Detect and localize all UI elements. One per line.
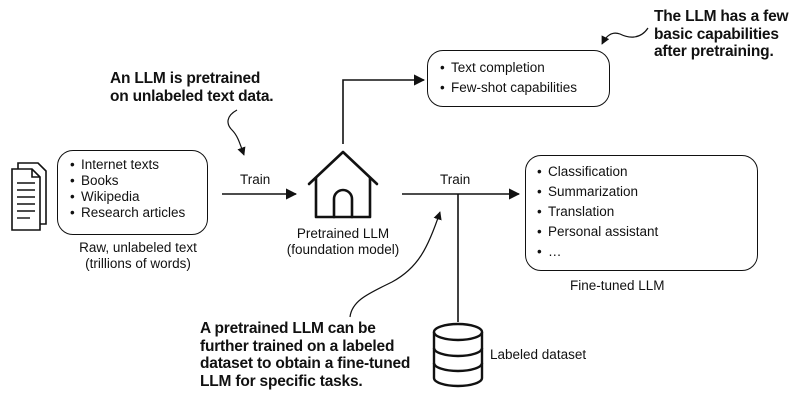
pretrained-note-line-1: An LLM is pretrained bbox=[110, 70, 261, 87]
list-item: Summarization bbox=[537, 182, 658, 202]
finetune-note-line-3: dataset to obtain a fine-tuned bbox=[200, 355, 411, 372]
finetune-note-line-2: further trained on a labeled bbox=[200, 337, 395, 355]
list-item: Research articles bbox=[70, 205, 185, 221]
fine-tuned-box: Classification Summarization Translation… bbox=[525, 155, 758, 271]
pretrained-note-line-2: on unlabeled text data. bbox=[110, 87, 274, 105]
pretrained-note-arrow bbox=[227, 109, 246, 156]
list-item: Personal assistant bbox=[537, 222, 658, 242]
capabilities-note-line-2: basic capabilities bbox=[654, 25, 779, 43]
list-item: Few-shot capabilities bbox=[440, 78, 577, 98]
list-item: Translation bbox=[537, 202, 658, 222]
database-icon bbox=[432, 322, 484, 388]
dataset-label: Labeled dataset bbox=[490, 347, 587, 362]
capabilities-note-line-3: after pretraining. bbox=[654, 43, 774, 60]
raw-text-caption-line-1: Raw, unlabeled text bbox=[79, 240, 197, 255]
document-icon bbox=[11, 162, 47, 231]
list-item: Text completion bbox=[440, 58, 577, 78]
train-label-1: Train bbox=[240, 172, 271, 187]
house-icon bbox=[307, 150, 379, 219]
train-label-2: Train bbox=[440, 172, 471, 187]
fine-tuned-caption: Fine-tuned LLM bbox=[570, 278, 665, 293]
list-item: Books bbox=[70, 173, 185, 189]
capabilities-note: The LLM has a few basic capabilities aft… bbox=[654, 8, 789, 61]
list-item: Wikipedia bbox=[70, 189, 185, 205]
pretrained-note: An LLM is pretrained on unlabeled text d… bbox=[110, 70, 274, 105]
finetune-note-arrow bbox=[349, 211, 442, 318]
capabilities-box: Text completion Few-shot capabilities bbox=[427, 50, 610, 107]
capabilities-note-arrow bbox=[601, 27, 649, 45]
capabilities-note-line-1: The LLM has a few bbox=[654, 8, 789, 25]
capabilities-arrow bbox=[342, 74, 426, 144]
finetune-note: A pretrained LLM can be further trained … bbox=[200, 320, 410, 390]
finetune-note-line-4: LLM for specific tasks. bbox=[200, 372, 363, 390]
capabilities-list: Text completion Few-shot capabilities bbox=[440, 58, 577, 98]
raw-text-caption-line-2: (trillions of words) bbox=[85, 256, 191, 271]
list-item: … bbox=[537, 242, 658, 262]
pretrained-llm-caption: Pretrained LLM (foundation model) bbox=[273, 226, 413, 258]
fine-tuned-list: Classification Summarization Translation… bbox=[537, 162, 658, 262]
raw-text-list: Internet texts Books Wikipedia Research … bbox=[70, 157, 185, 221]
raw-text-box: Internet texts Books Wikipedia Research … bbox=[57, 150, 208, 235]
finetune-note-line-1: A pretrained LLM can be bbox=[200, 320, 376, 337]
pretrained-llm-caption-line-2: (foundation model) bbox=[286, 242, 400, 257]
pretrained-llm-caption-line-1: Pretrained LLM bbox=[296, 226, 390, 241]
list-item: Classification bbox=[537, 162, 658, 182]
raw-text-caption: Raw, unlabeled text (trillions of words) bbox=[48, 240, 228, 272]
list-item: Internet texts bbox=[70, 157, 185, 173]
